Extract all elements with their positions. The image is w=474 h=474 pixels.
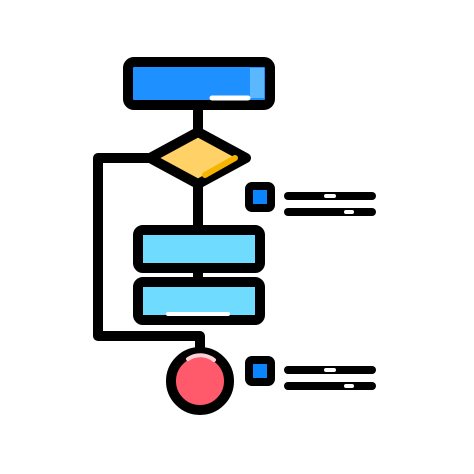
process-block-1-shape	[133, 225, 265, 273]
decision-shadow	[202, 155, 238, 178]
legend-line-1-gap	[324, 194, 354, 214]
legend-bullet-2	[245, 356, 275, 386]
process-block-2	[133, 277, 265, 325]
legend-row-2	[245, 356, 376, 390]
legend-row-1	[245, 182, 376, 216]
end-terminal	[166, 347, 234, 415]
end-terminal-shape	[166, 347, 234, 415]
start-block-shape	[123, 57, 275, 110]
decision-diamond	[145, 127, 251, 189]
legend-line-2-gap	[324, 368, 354, 388]
process-block-2-shape	[133, 277, 265, 325]
start-block	[123, 57, 275, 110]
end-terminal-shine	[186, 353, 216, 362]
process-block-1	[133, 225, 265, 273]
connector-loop-left	[93, 153, 205, 357]
start-block-highlight	[250, 68, 264, 98]
decision-shape	[145, 127, 251, 189]
legend-bullet-1	[245, 182, 275, 212]
